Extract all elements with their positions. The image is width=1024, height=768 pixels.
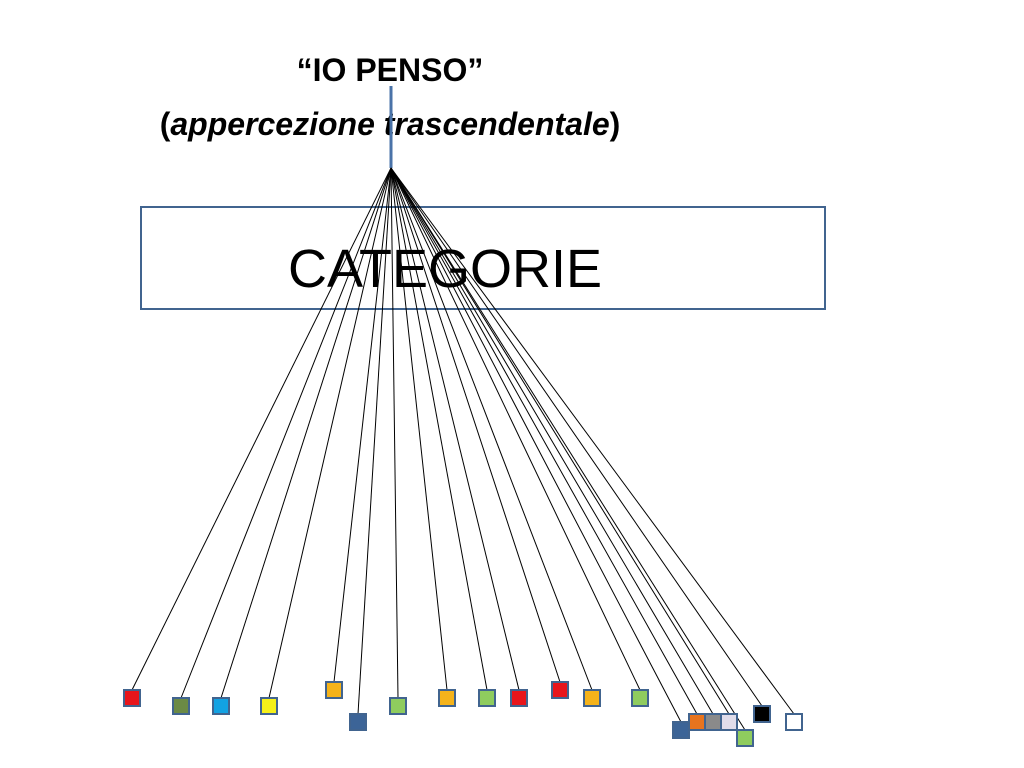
- connector-line-13: [390, 167, 641, 691]
- leaf-square-3: [212, 697, 230, 715]
- leaf-square-19: [753, 705, 771, 723]
- connector-line-19: [390, 167, 763, 707]
- subtitle-open-paren: (: [159, 106, 171, 142]
- connector-line-4: [268, 167, 392, 699]
- leaf-square-15: [688, 713, 706, 731]
- connector-line-10: [390, 167, 520, 691]
- leaf-square-5: [325, 681, 343, 699]
- connector-line-16: [390, 167, 714, 715]
- connector-line-1: [131, 167, 392, 691]
- leaf-square-16: [704, 713, 722, 731]
- connector-line-6: [357, 167, 392, 715]
- leaf-square-17: [720, 713, 738, 731]
- leaf-square-18: [736, 729, 754, 747]
- connector-line-9: [390, 167, 488, 691]
- leaf-square-7: [389, 697, 407, 715]
- leaf-square-6: [349, 713, 367, 731]
- leaf-square-1: [123, 689, 141, 707]
- connector-line-2: [180, 167, 392, 699]
- leaf-square-13: [631, 689, 649, 707]
- connector-line-11: [390, 167, 561, 683]
- title-io-penso: “IO PENSO”: [296, 52, 484, 88]
- connector-line-20: [390, 167, 795, 715]
- leaf-square-12: [583, 689, 601, 707]
- subtitle-close-paren: ): [609, 106, 621, 142]
- categorie-box: [140, 206, 826, 310]
- categorie-label: CATEGORIE: [287, 239, 603, 299]
- connector-line-14: [390, 167, 682, 723]
- leaf-square-8: [438, 689, 456, 707]
- leaf-square-14: [672, 721, 690, 739]
- connector-line-18: [390, 167, 746, 731]
- connector-line-3: [220, 167, 392, 699]
- leaf-square-20: [785, 713, 803, 731]
- leaf-square-2: [172, 697, 190, 715]
- connector-line-7: [390, 167, 399, 699]
- leaf-square-11: [551, 681, 569, 699]
- leaf-square-4: [260, 697, 278, 715]
- connector-line-5: [333, 167, 392, 683]
- connector-line-8: [390, 167, 448, 691]
- connector-line-15: [390, 167, 698, 715]
- connector-line-12: [390, 167, 593, 691]
- leaf-square-10: [510, 689, 528, 707]
- connector-line-17: [390, 167, 730, 715]
- leaf-square-9: [478, 689, 496, 707]
